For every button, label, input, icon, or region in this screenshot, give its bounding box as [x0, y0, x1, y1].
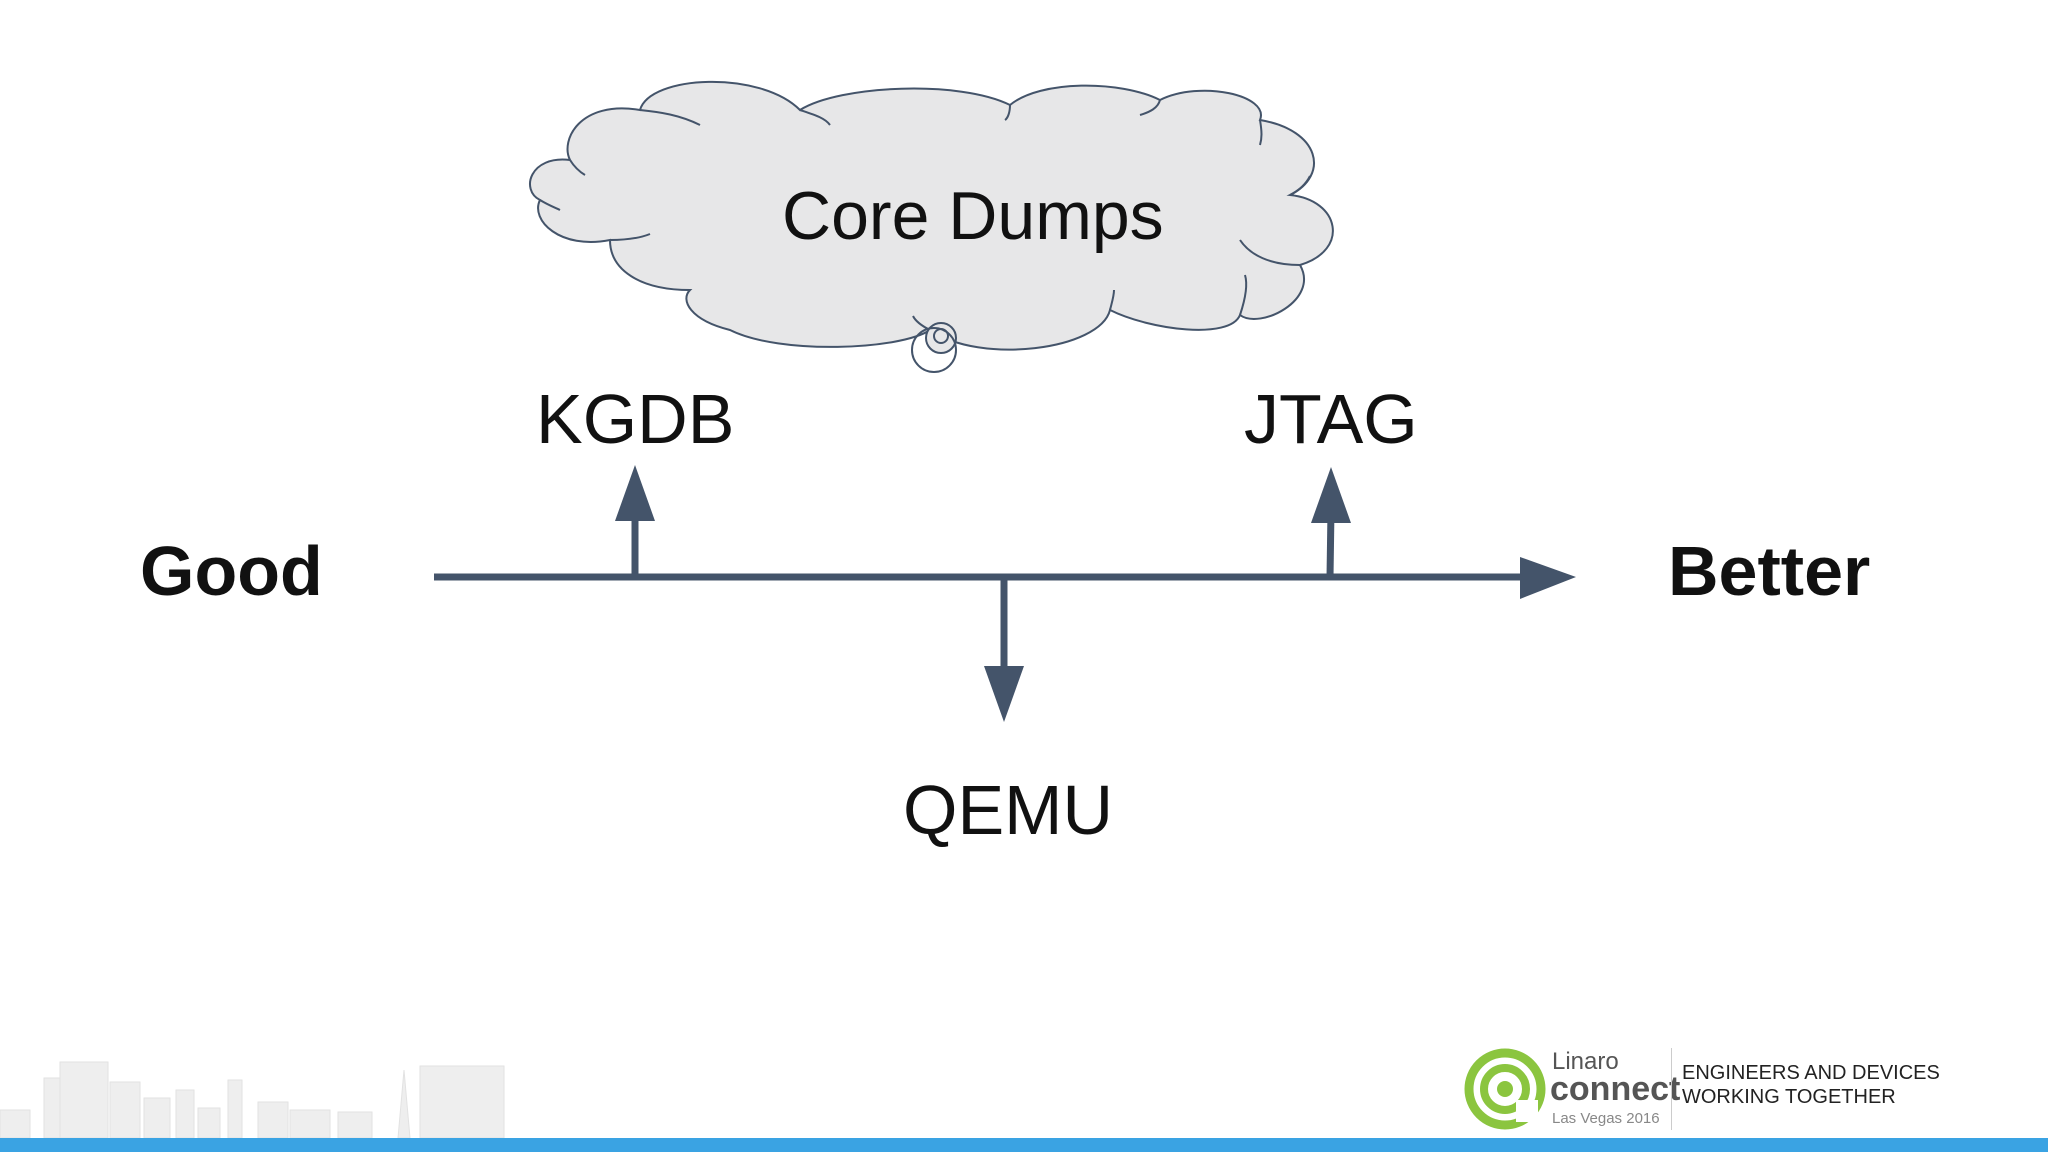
kgdb-arrow	[615, 465, 655, 577]
skyline-graphic	[0, 1061, 505, 1139]
better-label: Better	[1668, 532, 1871, 610]
linaro-logo-icon	[1464, 1048, 1546, 1130]
logo-divider	[1671, 1048, 1672, 1130]
tagline-line2: WORKING TOGETHER	[1682, 1086, 1896, 1108]
thought-cloud	[529, 80, 1334, 373]
tagline-line1: ENGINEERS AND DEVICES	[1682, 1062, 1940, 1084]
linaro-connect-logo: Linaro connect Las Vegas 2016 ENGINEERS …	[1464, 1046, 1944, 1134]
qemu-label: QEMU	[903, 771, 1113, 849]
cloud-label: Core Dumps	[782, 178, 1164, 254]
jtag-label: JTAG	[1244, 380, 1418, 458]
footer-accent-bar	[0, 1138, 2048, 1152]
qemu-arrow	[984, 577, 1024, 722]
kgdb-label: KGDB	[536, 380, 735, 458]
thought-bubble-large	[911, 327, 957, 373]
logo-event: Las Vegas 2016	[1552, 1110, 1660, 1127]
scale-arrow	[434, 557, 1576, 599]
logo-product: connect	[1550, 1070, 1681, 1108]
logo-brand: Linaro	[1552, 1048, 1619, 1075]
good-label: Good	[140, 532, 323, 610]
jtag-arrow	[1311, 467, 1351, 578]
